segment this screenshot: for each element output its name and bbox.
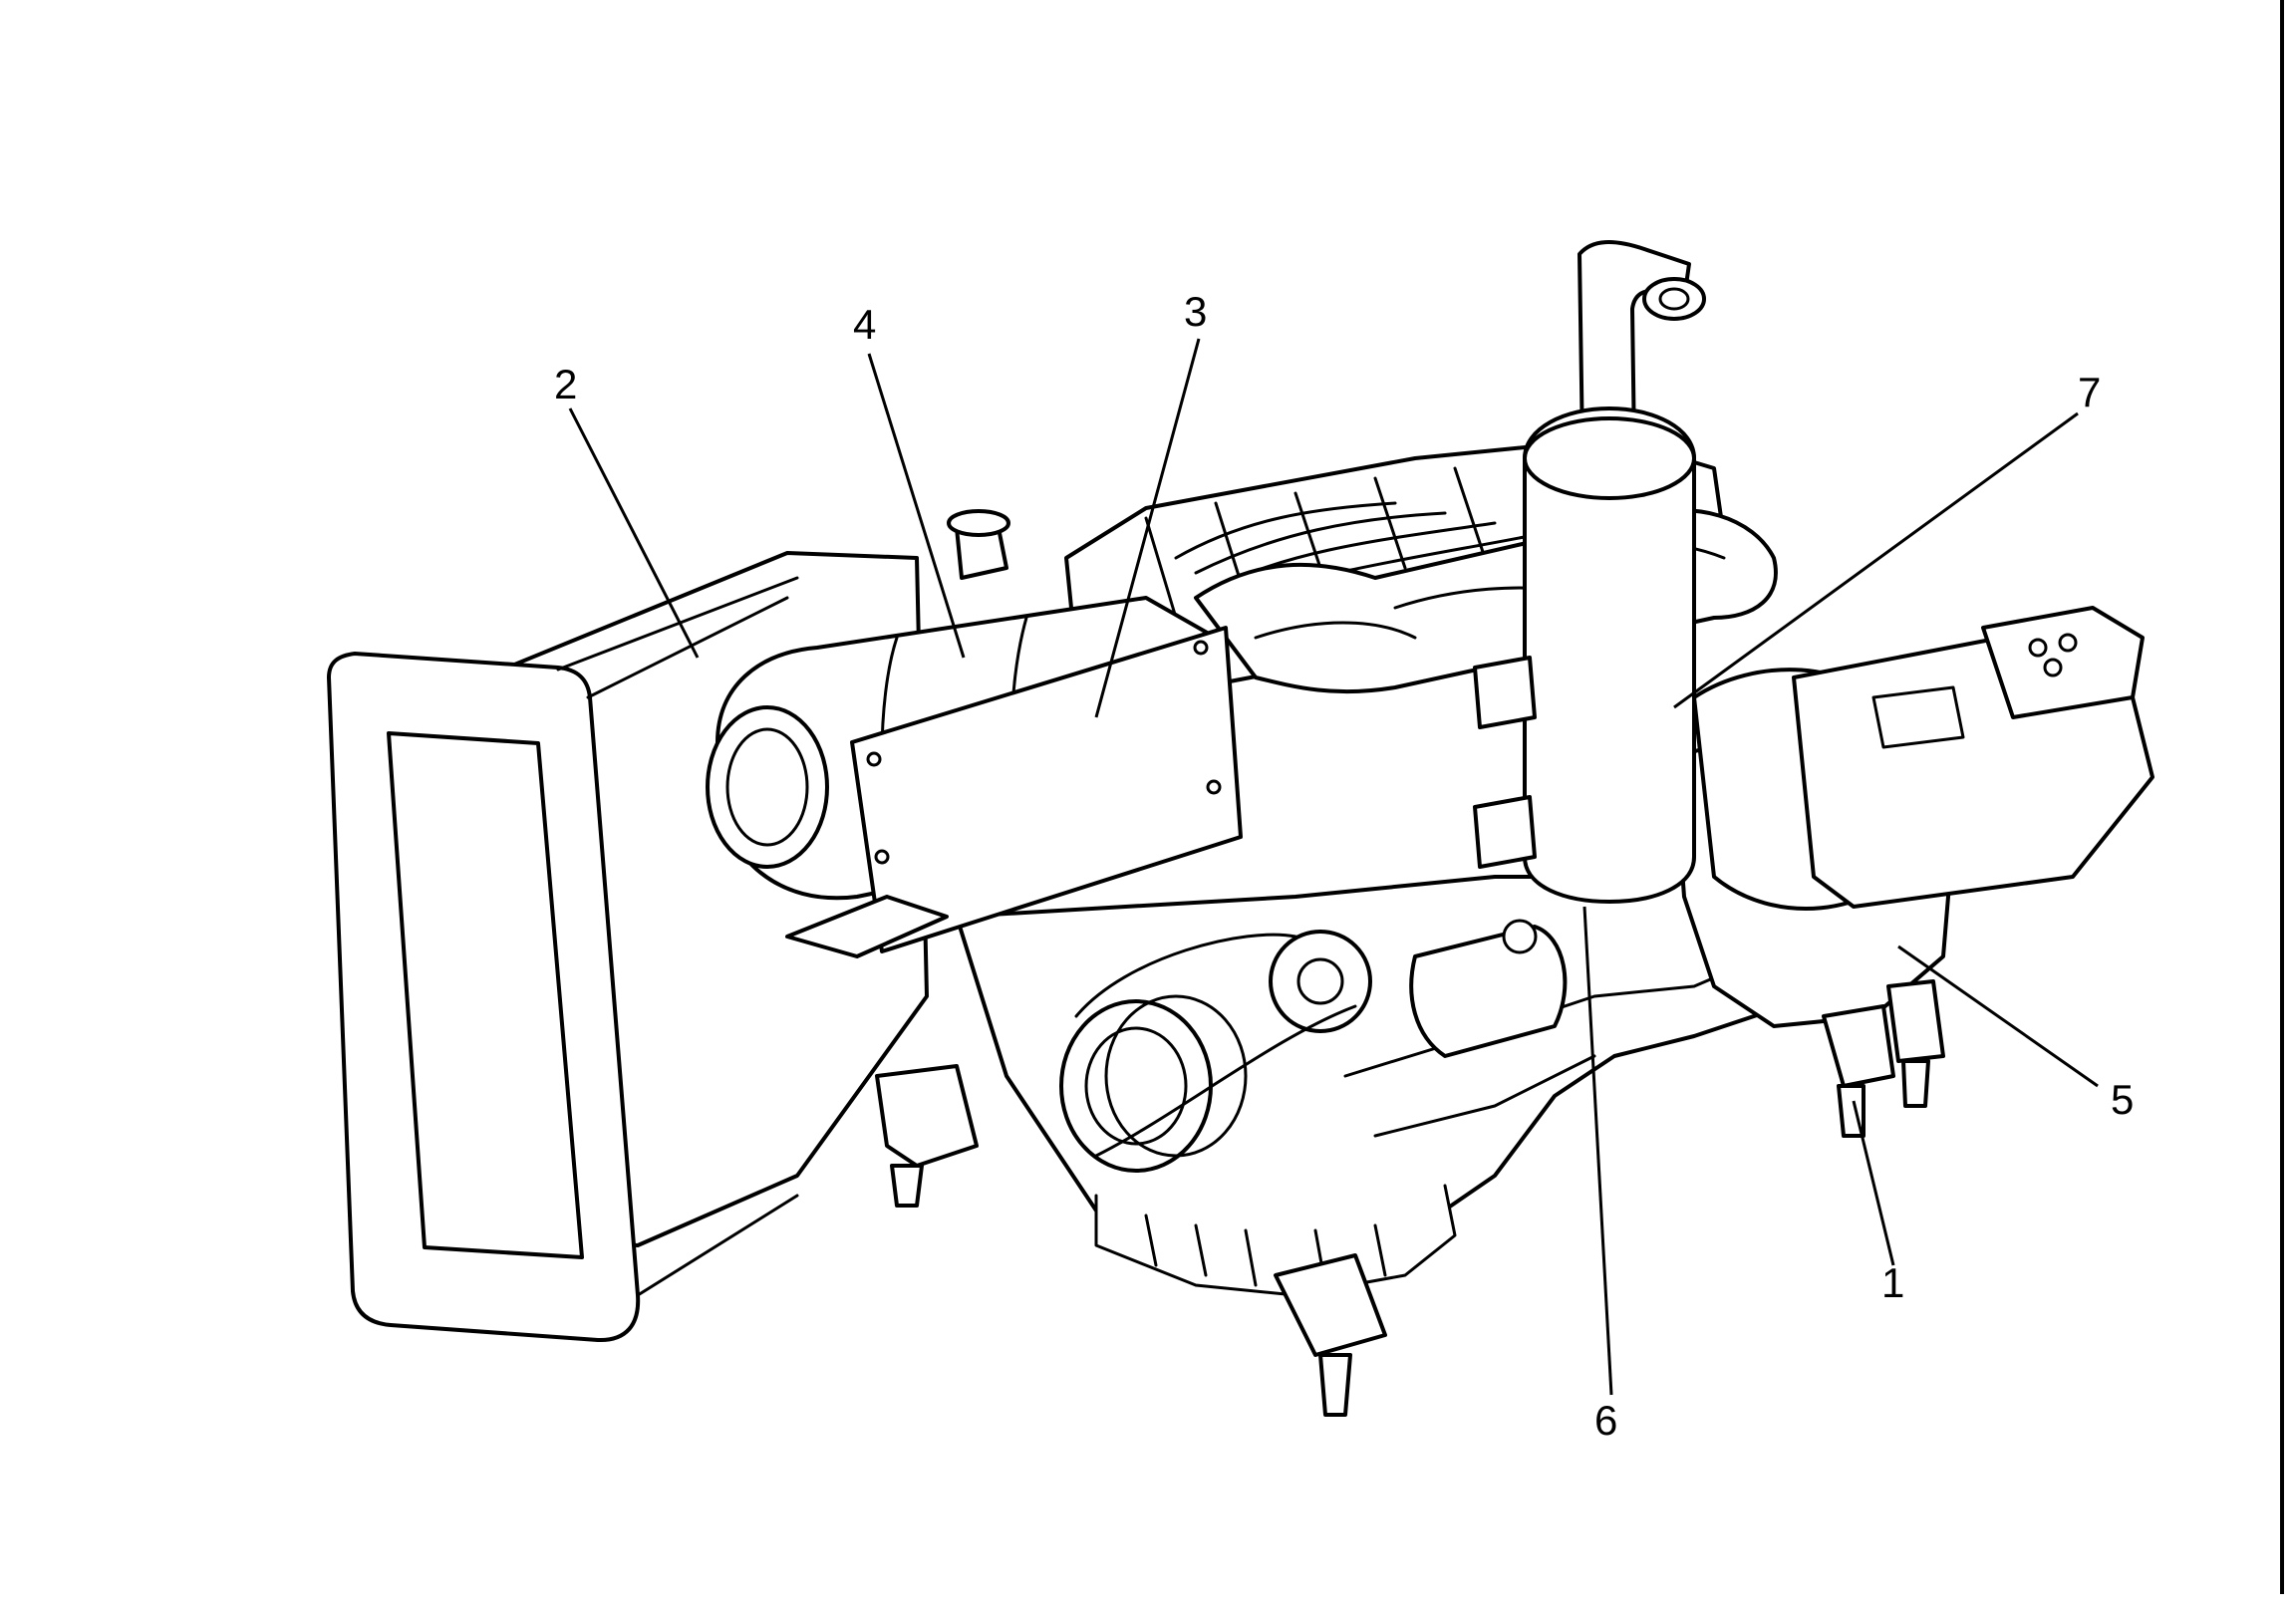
leader-line-1 <box>1852 1100 1895 1266</box>
leader-line-6 <box>1582 906 1613 1396</box>
mounting-plate <box>785 626 1243 958</box>
leader-lines <box>568 338 2099 1396</box>
leader-line-2 <box>568 407 700 659</box>
callout-7: 7 <box>2078 369 2101 415</box>
callout-2: 2 <box>554 361 577 407</box>
engine-mounts <box>875 979 1945 1417</box>
muffler <box>1473 240 1706 904</box>
callout-labels: 2 4 3 7 5 1 6 <box>554 288 2134 1444</box>
leader-line-7 <box>1673 411 2079 709</box>
hydraulic-pump <box>1792 606 2154 909</box>
callout-3: 3 <box>1184 288 1207 335</box>
leader-line-4 <box>867 353 966 659</box>
pulley-assembly <box>1059 919 1568 1173</box>
leader-line-5 <box>1897 944 2099 1088</box>
callout-1: 1 <box>1881 1259 1904 1306</box>
callout-4: 4 <box>853 301 876 348</box>
callout-6: 6 <box>1594 1397 1617 1444</box>
leader-line-3 <box>1094 338 1201 718</box>
callout-5: 5 <box>2111 1076 2134 1123</box>
